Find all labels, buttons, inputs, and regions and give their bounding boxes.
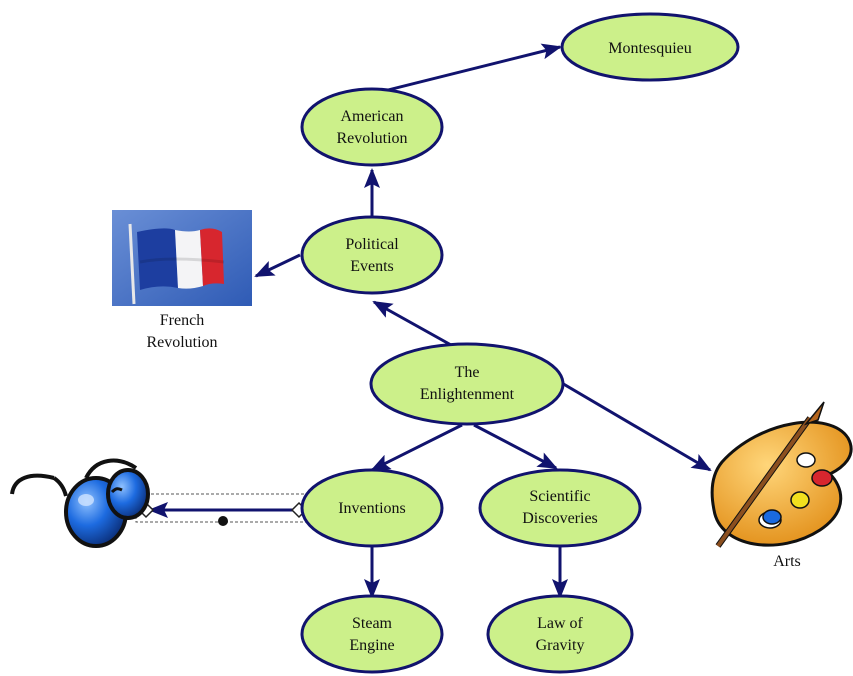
connector-enlightenment-to-political [372,300,461,352]
label-line: Engine [349,637,394,654]
label-line: Revolution [146,334,217,351]
connector-american-to-montesquieu [379,43,562,94]
node-law-of-gravity-label: Law of Gravity [536,615,585,654]
connector-enlightenment-to-inventions [370,423,463,472]
selected-connector-inventions-to-glasses[interactable] [135,493,309,526]
node-inventions-label: Inventions [338,500,406,517]
connector-political-to-french [254,253,301,278]
label-line: Montesquieu [608,40,692,57]
node-law-of-gravity[interactable]: Law of Gravity [486,594,634,674]
label-line: Political [345,236,399,253]
label-line: Steam [352,615,393,632]
connector-enlightenment-to-scientific [473,423,558,470]
label-line: Arts [773,553,801,570]
label-line: Law of [537,615,583,632]
paint-palette-icon[interactable] [710,401,853,548]
label-line: Scientific [529,488,590,505]
arts-caption: Arts [773,553,801,570]
label-line: Discoveries [522,510,598,527]
label-line: Gravity [536,637,585,654]
node-inventions[interactable]: Inventions [300,468,444,548]
label-line: Revolution [336,130,407,147]
label-line: Enlightenment [420,386,515,403]
connectors [254,43,712,599]
node-montesquieu-label: Montesquieu [608,40,692,57]
node-montesquieu[interactable]: Montesquieu [560,12,740,82]
connector-enlightenment-to-arts [559,380,712,472]
label-line: French [160,312,204,329]
connector-midpoint-handle[interactable] [218,516,228,526]
label-line: The [455,364,480,381]
french-flag-image[interactable] [112,210,252,306]
label-line: Inventions [338,500,406,517]
label-line: American [340,108,403,125]
label-line: Events [350,258,394,275]
eyeglasses-icon[interactable] [10,458,150,548]
